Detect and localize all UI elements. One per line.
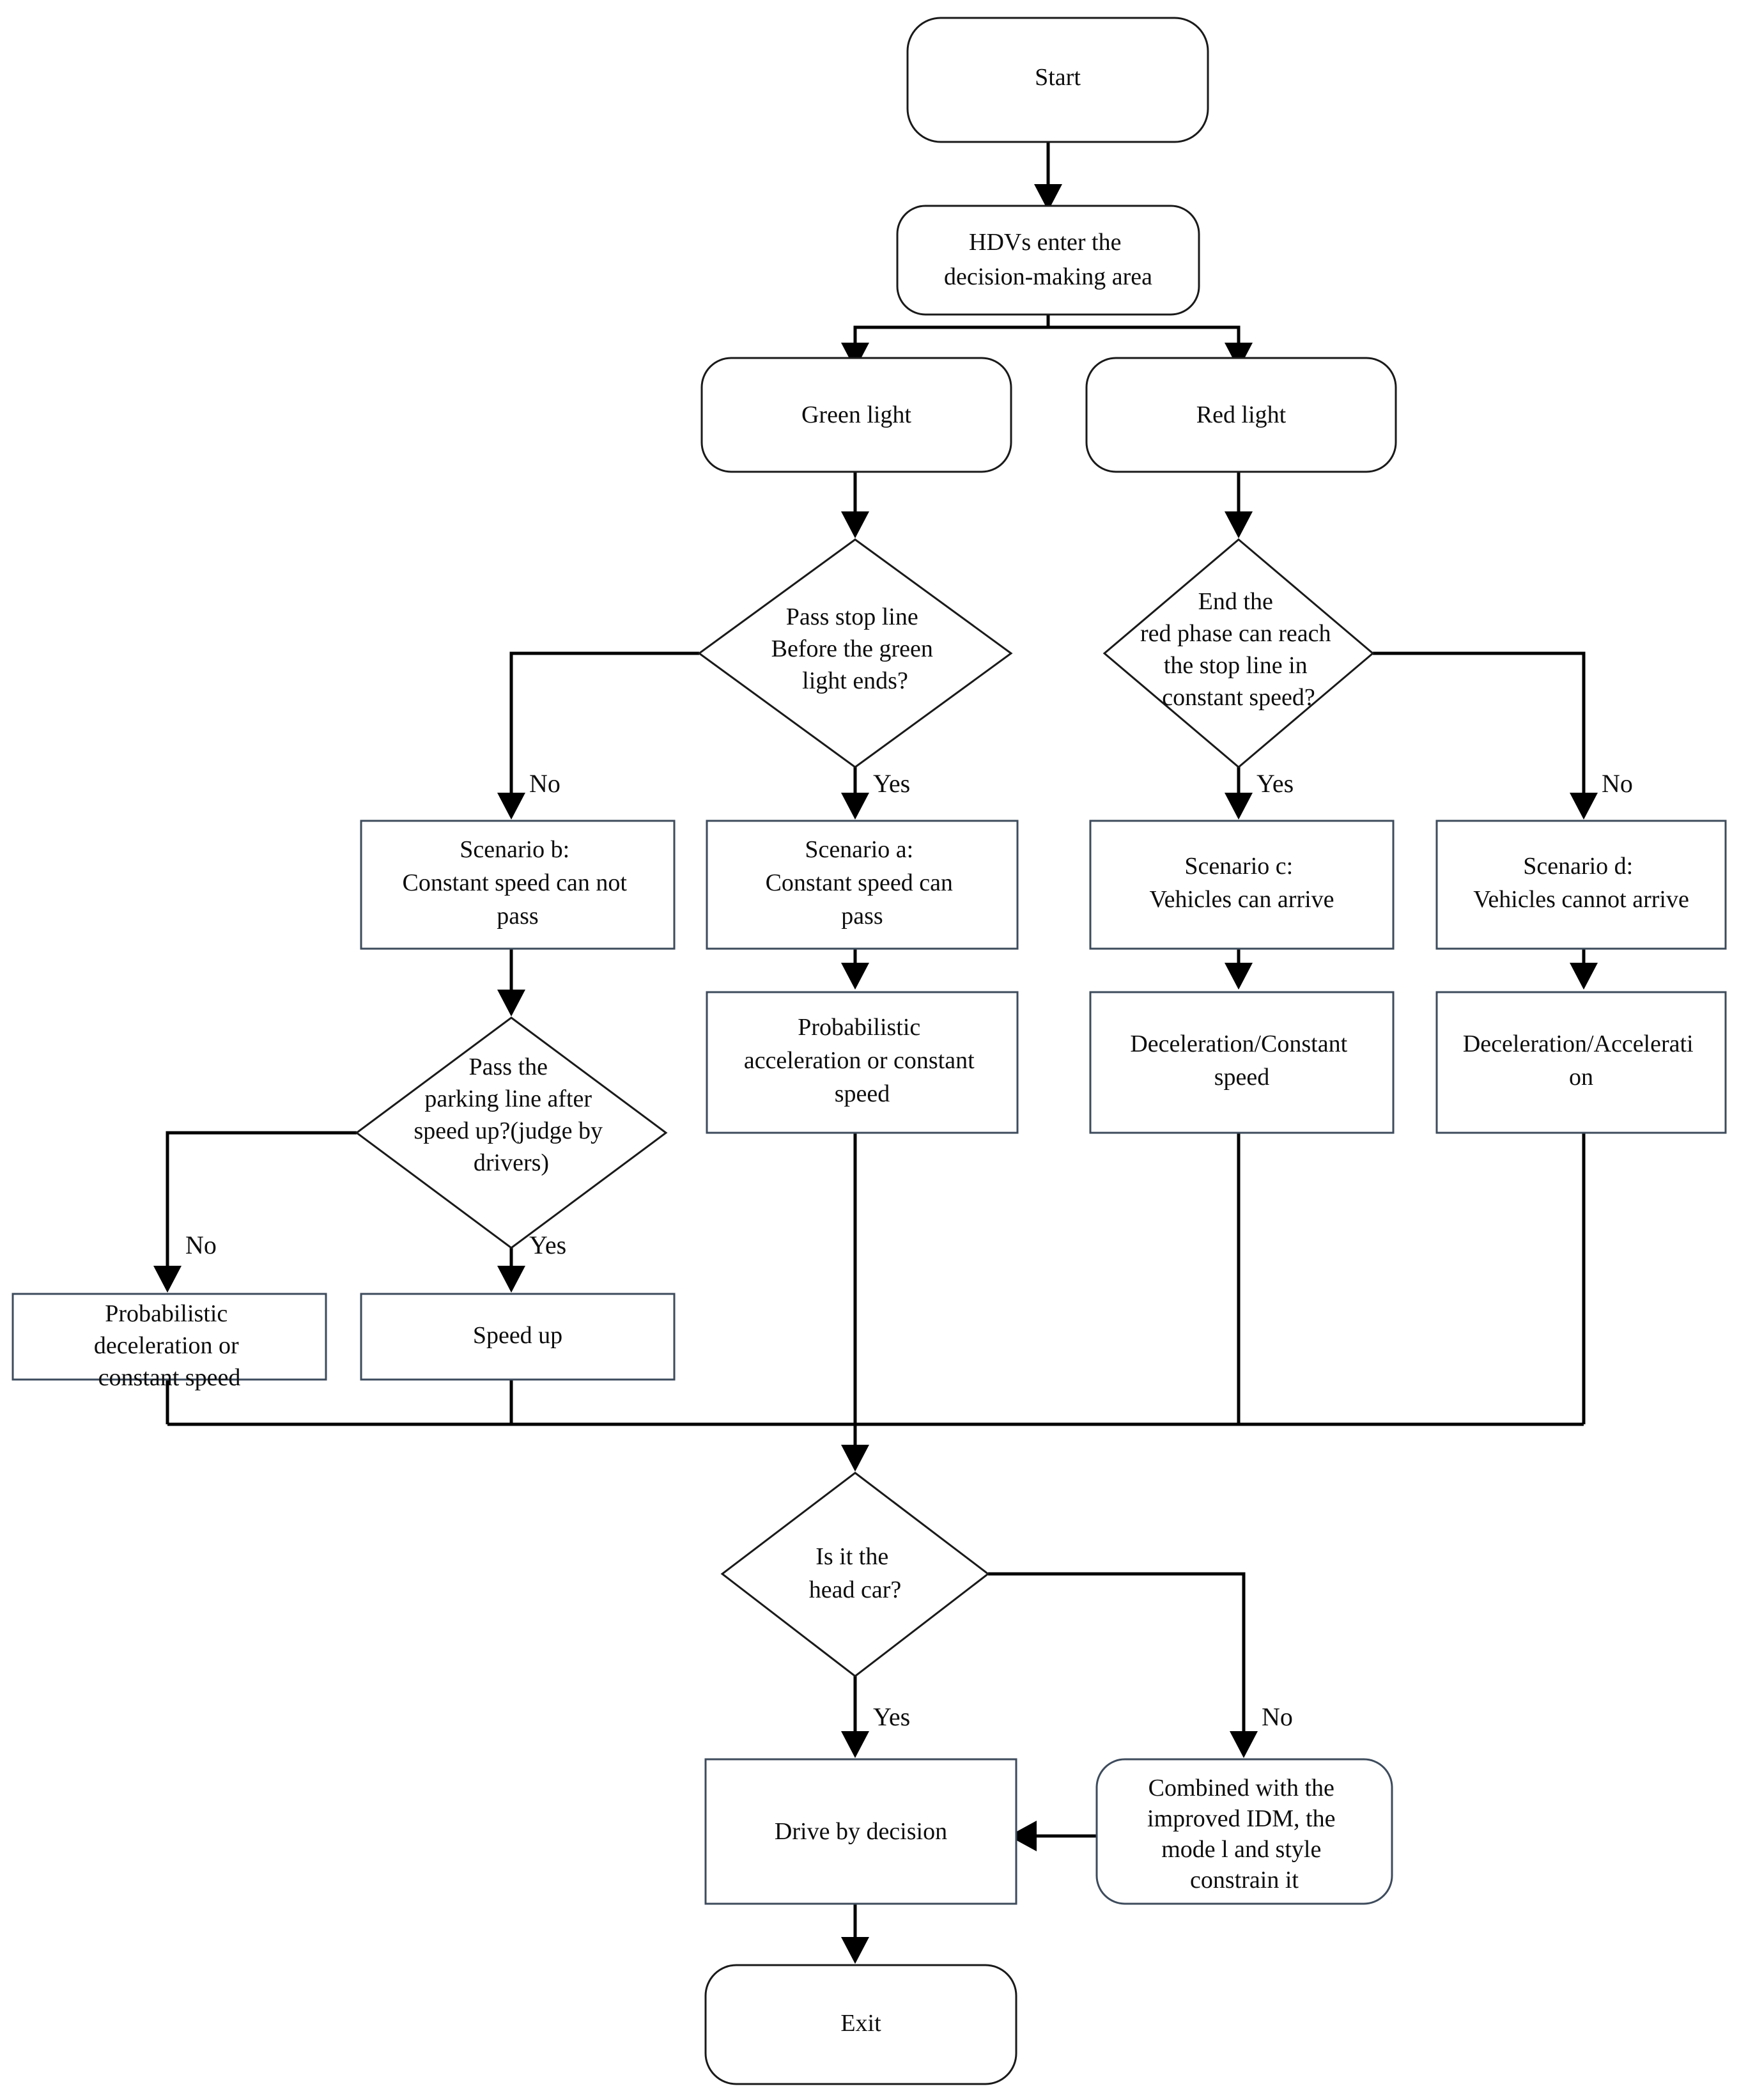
node-decel-accel-label: Deceleration/Accelerati on [1463, 1031, 1699, 1091]
node-scenario-a[interactable]: Scenario a: Constant speed can pass [706, 820, 1019, 950]
node-green-light-label: Green light [801, 401, 911, 428]
node-scenario-d-label: Scenario d: Vehicles cannot arrive [1473, 853, 1689, 913]
node-decide-parking-line[interactable]: Pass the parking line after speed up?(ju… [355, 1016, 668, 1249]
edge-enter-to-lights [841, 315, 1253, 369]
edge-parking-yes [497, 1248, 525, 1293]
node-decide-parking-line-label: Pass the parking line after speed up?(ju… [414, 1054, 609, 1176]
edge-label-headcar-yes: Yes [873, 1702, 910, 1731]
edge-redphase-no [1373, 651, 1598, 820]
edge-green-to-stopline [841, 472, 869, 538]
edge-headcar-yes [841, 1676, 869, 1758]
node-prob-decel-label: Probabilistic deceleration or constant s… [94, 1300, 245, 1391]
node-scenario-b[interactable]: Scenario b: Constant speed can not pass [360, 820, 676, 950]
node-exit-label: Exit [840, 2010, 881, 2037]
node-decel-accel[interactable]: Deceleration/Accelerati on [1435, 991, 1727, 1134]
node-decel-constant-label: Deceleration/Constant speed [1130, 1031, 1353, 1091]
node-red-light-label: Red light [1196, 401, 1287, 428]
edge-merge-bus [166, 1133, 1586, 1472]
edge-stopline-yes [841, 767, 869, 820]
node-decide-pass-stop-line-label: Pass stop line Before the green light en… [771, 603, 939, 694]
node-scenario-b-label: Scenario b: Constant speed can not pass [403, 836, 633, 929]
node-speed-up[interactable]: Speed up [360, 1293, 676, 1381]
node-decel-constant[interactable]: Deceleration/Constant speed [1089, 991, 1395, 1134]
node-improved-idm-label: Combined with the improved IDM, the mode… [1147, 1775, 1341, 1894]
edge-drive-to-exit [841, 1904, 869, 1964]
node-scenario-c-label: Scenario c: Vehicles can arrive [1149, 853, 1334, 913]
node-scenario-a-label: Scenario a: Constant speed can pass [766, 836, 959, 929]
edge-label-parking-no: No [185, 1231, 217, 1259]
node-prob-accel-label: Probabilistic acceleration or constant s… [744, 1014, 980, 1107]
node-start[interactable]: Start [906, 17, 1209, 143]
node-scenario-d[interactable]: Scenario d: Vehicles cannot arrive [1435, 820, 1727, 950]
edge-red-to-redphase [1225, 472, 1253, 538]
edge-stopline-no [497, 651, 699, 820]
edge-label-parking-yes: Yes [529, 1231, 566, 1259]
edge-label-redphase-yes: Yes [1256, 769, 1294, 798]
node-decide-red-phase-label: End the red phase can reach the stop lin… [1140, 588, 1337, 711]
edge-label-stopline-no: No [529, 769, 561, 798]
node-red-light[interactable]: Red light [1085, 357, 1397, 473]
edge-scenariod-to-decelaccel [1570, 949, 1598, 990]
edge-label-stopline-yes: Yes [873, 769, 910, 798]
edge-scenarioc-to-decelconst [1225, 949, 1253, 990]
edge-scenarioa-to-probaccel [841, 949, 869, 990]
edge-label-headcar-no: No [1262, 1702, 1293, 1731]
node-decide-red-phase[interactable]: End the red phase can reach the stop lin… [1102, 538, 1375, 768]
edge-redphase-yes [1225, 767, 1253, 820]
edge-start-to-enter [1034, 142, 1062, 211]
node-exit[interactable]: Exit [704, 1964, 1017, 2085]
node-speed-up-label: Speed up [473, 1322, 562, 1349]
node-improved-idm[interactable]: Combined with the improved IDM, the mode… [1095, 1758, 1393, 1905]
node-decide-head-car-label: Is it the head car? [809, 1543, 902, 1603]
node-enter-area-label: HDVs enter the decision-making area [944, 229, 1152, 290]
node-enter-area[interactable]: HDVs enter the decision-making area [896, 205, 1200, 316]
node-decide-pass-stop-line[interactable]: Pass stop line Before the green light en… [697, 538, 1013, 768]
node-start-label: Start [1035, 64, 1081, 91]
edge-scenariob-to-parking [497, 949, 525, 1016]
edge-idm-to-drive [1009, 1821, 1097, 1851]
edge-headcar-no [988, 1572, 1258, 1758]
edge-parking-no [153, 1131, 357, 1293]
node-prob-accel[interactable]: Probabilistic acceleration or constant s… [706, 991, 1019, 1134]
edge-label-redphase-no: No [1602, 769, 1633, 798]
node-prob-decel[interactable]: Probabilistic deceleration or constant s… [12, 1293, 327, 1391]
node-drive-by-decision-label: Drive by decision [775, 1818, 947, 1845]
node-scenario-c[interactable]: Scenario c: Vehicles can arrive [1089, 820, 1395, 950]
node-green-light[interactable]: Green light [700, 357, 1012, 473]
node-drive-by-decision[interactable]: Drive by decision [704, 1758, 1017, 1905]
node-decide-head-car[interactable]: Is it the head car? [720, 1472, 990, 1677]
